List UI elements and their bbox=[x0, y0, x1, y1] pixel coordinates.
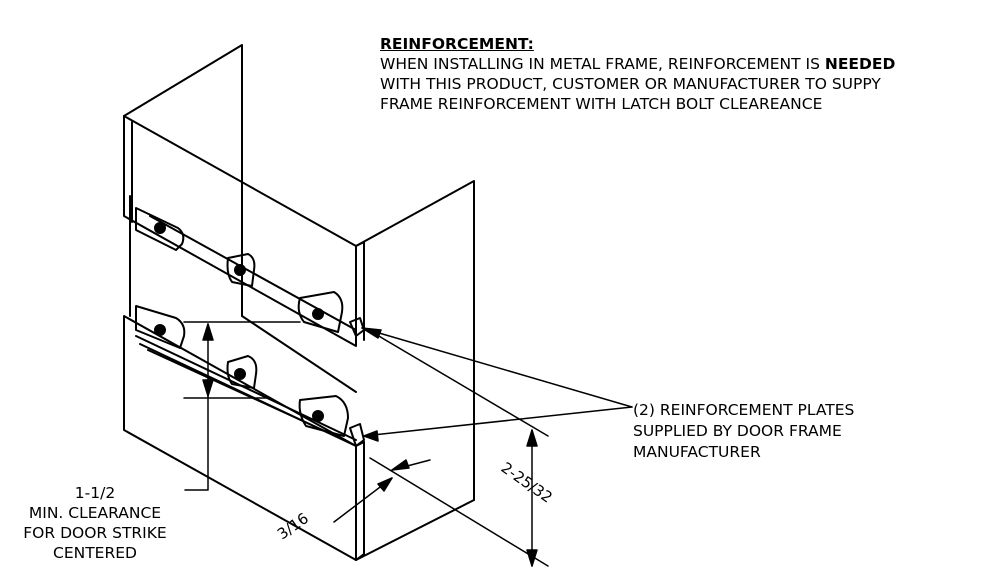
plates-callout-line-1: (2) REINFORCEMENT PLATES bbox=[633, 401, 855, 419]
reinforcement-line-3: FRAME REINFORCEMENT WITH LATCH BOLT CLEA… bbox=[380, 95, 823, 113]
reinforcement-needed-emphasis: NEEDED bbox=[824, 55, 896, 73]
reinforcement-line-1: WHEN INSTALLING IN METAL FRAME, REINFORC… bbox=[380, 54, 985, 74]
clearance-line-1: 1-1/2 bbox=[74, 484, 116, 502]
frame-inner-channel bbox=[129, 136, 357, 393]
reinforcement-title: REINFORCEMENT: bbox=[380, 35, 534, 53]
clearance-callout: 1-1/2 MIN. CLEARANCE FOR DOOR STRIKE CEN… bbox=[0, 483, 190, 563]
reinforcement-line-2: WITH THIS PRODUCT, CUSTOMER OR MANUFACTU… bbox=[380, 75, 881, 93]
frame-right-flange bbox=[355, 180, 475, 501]
upper-reinforcement-plate bbox=[135, 207, 344, 333]
lower-reinforcement-plate bbox=[135, 305, 357, 447]
height-dimension bbox=[369, 331, 549, 567]
plates-leader-lines bbox=[361, 327, 633, 442]
height-dimension-label: 2-25/32 bbox=[498, 459, 556, 507]
reinforcement-line-1-text: WHEN INSTALLING IN METAL FRAME, REINFORC… bbox=[380, 55, 825, 73]
thickness-dimension bbox=[333, 459, 431, 523]
reinforcement-body: WHEN INSTALLING IN METAL FRAME, REINFORC… bbox=[380, 54, 985, 114]
clearance-line-2: MIN. CLEARANCE bbox=[28, 504, 162, 522]
plates-callout-line-2: SUPPLIED BY DOOR FRAME bbox=[633, 422, 842, 440]
clearance-line-3: FOR DOOR STRIKE bbox=[23, 524, 167, 542]
clearance-dimension bbox=[183, 321, 301, 491]
reinforcement-note: REINFORCEMENT: WHEN INSTALLING IN METAL … bbox=[380, 34, 985, 114]
plates-callout: (2) REINFORCEMENT PLATES SUPPLIED BY DOO… bbox=[633, 400, 933, 463]
plates-callout-line-3: MANUFACTURER bbox=[633, 443, 761, 461]
thickness-dimension-label: 3/16 bbox=[274, 509, 312, 543]
frame-top-band bbox=[123, 115, 357, 347]
clearance-line-4: CENTERED bbox=[53, 544, 137, 562]
frame-back-flange bbox=[123, 44, 243, 197]
